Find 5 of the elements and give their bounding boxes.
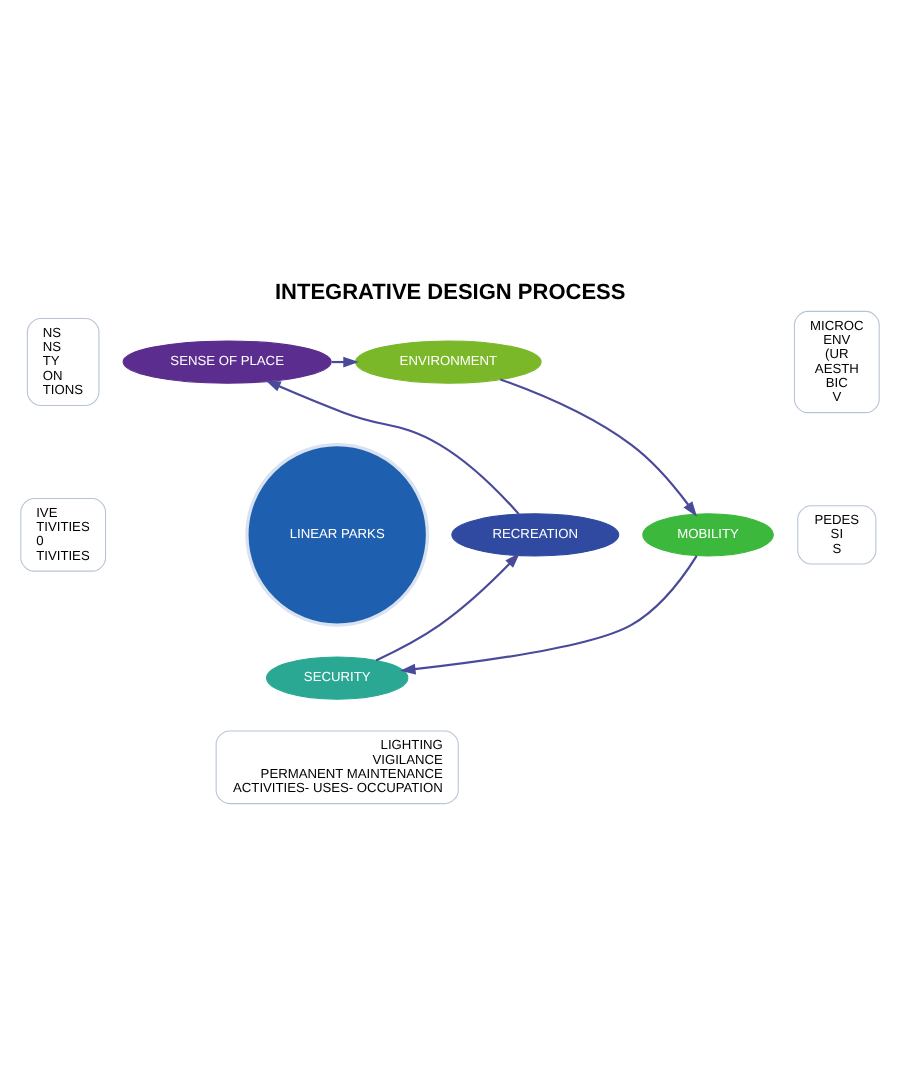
diagram-title: INTEGRATIVE DESIGN PROCESS bbox=[275, 280, 626, 305]
arrow bbox=[500, 377, 697, 516]
arrow bbox=[375, 552, 520, 661]
arrow bbox=[400, 554, 698, 674]
arrow bbox=[265, 379, 520, 514]
